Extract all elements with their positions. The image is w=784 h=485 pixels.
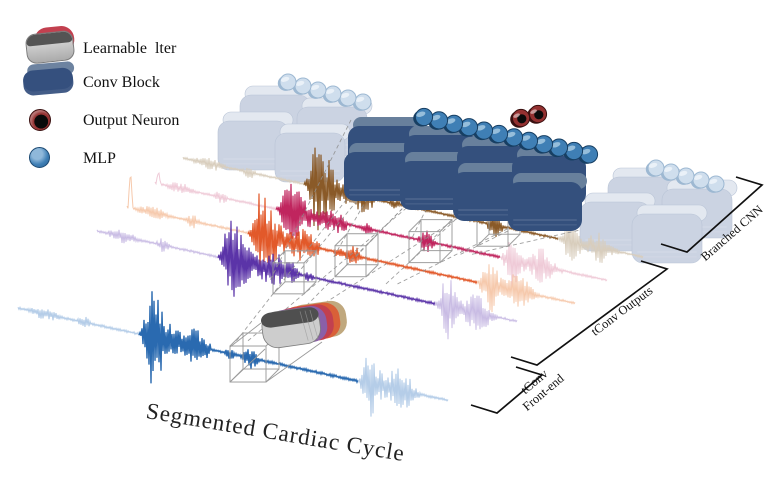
legend: Learnable lter Conv Block Output Neuron … [0,0,230,185]
legend-label-learnable-filter: Learnable lter [83,40,177,57]
conv-stack-4 [508,147,591,231]
filter-projection-lines [229,322,323,383]
segment-dark [217,220,436,307]
bracket-tconv-outputs [510,260,669,366]
segment-dark [247,193,478,285]
waveform-tconv-output-purple [96,220,518,340]
receptive-field-cube [408,219,453,264]
segment-dark [138,291,359,385]
filter-body-shape [24,29,76,65]
bracket-tconv-front-end [470,366,544,414]
filter-top-shape [25,30,73,47]
output-neurons [510,104,548,128]
branched-cnn-right-group [579,159,738,264]
output-neuron-icon [29,109,51,131]
segment-light-end [557,219,644,263]
segment-light-pre [126,176,250,236]
conv-block-icon [22,60,79,98]
segment-light-end [499,242,608,288]
legend-label-output-neuron: Output Neuron [83,112,180,129]
waveform-input-signal-blue [17,291,449,417]
branched-cnn-left-group [217,73,373,183]
conv-body-shape [22,67,75,97]
segment-light-pre [17,306,141,337]
waveform-tconv-output-crimson [154,171,608,288]
segment-light-pre [154,171,278,212]
legend-label-mlp: MLP [83,150,116,167]
receptive-field-cube [272,250,317,295]
waveform-tconv-output-orange [126,176,576,313]
segment-light-end [357,357,449,417]
segment-light-end [434,280,518,340]
learnable-filter-3d [260,300,347,349]
receptive-field-cube [334,233,379,278]
bracket-branched-cnn [660,176,764,253]
mlp-icon [29,147,50,168]
legend-label-conv-block: Conv Block [83,74,160,91]
mlp-node-row [413,107,599,164]
segment-light-pre [182,156,306,187]
segment-light-pre [96,229,220,260]
segment-light-end [476,264,576,313]
segment-dark [275,183,501,260]
